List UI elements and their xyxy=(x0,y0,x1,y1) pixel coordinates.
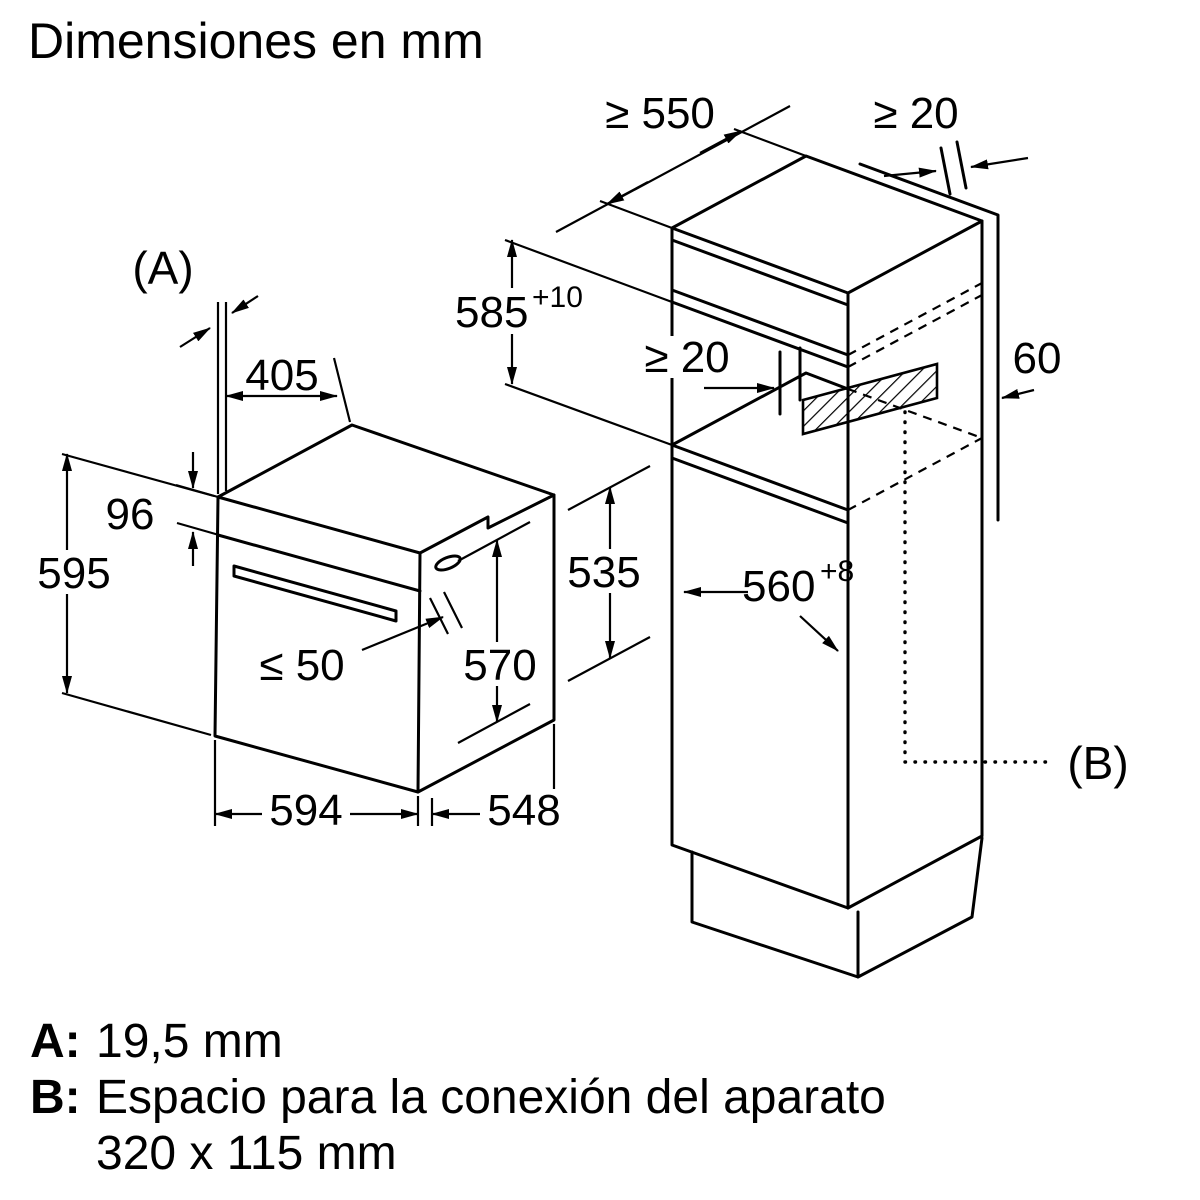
cabinet-niche-interior xyxy=(670,371,850,447)
legend-b-key: B: xyxy=(30,1071,81,1124)
cabinet-dimension-lines xyxy=(504,105,1035,652)
dim-560-arrow-right xyxy=(799,615,839,652)
label-a: (A) xyxy=(132,242,193,294)
dim-60-label: 60 xyxy=(1013,334,1062,383)
dim-20top-arrow-left xyxy=(883,167,937,178)
cabinet-hidden-edges xyxy=(847,282,983,511)
oven-right-face xyxy=(416,493,556,794)
dim-594-label: 594 xyxy=(269,786,342,835)
dim-550-head-2 xyxy=(699,130,742,154)
dim-594-ext xyxy=(213,740,420,826)
dim-550-label: ≥ 550 xyxy=(605,89,715,138)
dim-535-label: 535 xyxy=(567,548,640,597)
dim-50-arrow xyxy=(361,615,444,652)
dim-595-label: 595 xyxy=(37,549,110,598)
dim-405-label: 405 xyxy=(245,351,318,400)
legend-b-value-line2: 320 x 115 mm xyxy=(96,1127,397,1180)
oven-top-face xyxy=(216,423,556,499)
dim-535-ext xyxy=(567,465,651,682)
oven-side-grip xyxy=(434,554,462,572)
dim-a-arrow-1 xyxy=(231,295,259,314)
dim-20top-arrow-right xyxy=(970,156,1029,170)
legend-a-key: A: xyxy=(30,1015,81,1068)
dim-550-line xyxy=(555,105,791,233)
dim-96-label: 96 xyxy=(106,490,155,539)
oven-door-handle xyxy=(232,564,398,623)
cabinet-top-face xyxy=(670,154,984,295)
dim-560-tolerance-label: +8 xyxy=(820,555,854,588)
dim-585-tolerance-label: +10 xyxy=(532,281,583,314)
cabinet-shelves xyxy=(670,288,850,525)
connection-area-hatched xyxy=(801,362,939,436)
cabinet-front-face xyxy=(670,226,850,910)
cabinet-plinth xyxy=(690,836,984,979)
dim-560-label: 560 xyxy=(742,562,815,611)
page-title: Dimensiones en mm xyxy=(28,13,484,69)
dim-60-arrow xyxy=(1001,388,1035,400)
oven-control-panel-line xyxy=(216,533,422,593)
dim-585-ext xyxy=(504,238,673,447)
dim-550-ext xyxy=(599,127,807,230)
label-b: (B) xyxy=(1067,737,1128,789)
dim-570-label: 570 xyxy=(463,641,536,690)
dim-550-head-1 xyxy=(606,181,649,205)
dim-595-ext xyxy=(61,452,215,737)
dim-20mid-label: ≥ 20 xyxy=(644,333,729,382)
legend-b-value: Espacio para la conexión del aparato xyxy=(96,1071,886,1124)
dim-570-ext xyxy=(457,521,531,744)
wall-lines xyxy=(858,162,1000,522)
dim-405-ext xyxy=(332,357,352,423)
cabinet-top-panel-underside xyxy=(670,238,850,307)
dim-50-ticks xyxy=(429,591,463,635)
legend-a-value: 19,5 mm xyxy=(96,1015,283,1068)
dim-548-label: 548 xyxy=(487,786,560,835)
dim-a-reference-lines xyxy=(216,302,228,494)
dim-20top-label: ≥ 20 xyxy=(873,89,958,138)
dim-a-arrow-2 xyxy=(179,327,211,348)
labels: Dimensiones en mm (A) 405 96 595 ≤ 50 57… xyxy=(28,13,1129,1180)
b-reference-dotted-line xyxy=(903,410,1050,764)
dim-585-label: 585 xyxy=(455,288,528,337)
cabinet-drawing xyxy=(670,140,1000,979)
rear-gap-edges xyxy=(778,346,802,416)
text-masks xyxy=(34,288,746,831)
oven-dimension-lines xyxy=(61,295,651,826)
oven-drawing xyxy=(213,423,556,794)
cabinet-right-back-edge xyxy=(846,219,984,910)
top-gap-edges xyxy=(939,140,968,196)
dim-50-label: ≤ 50 xyxy=(259,641,344,690)
